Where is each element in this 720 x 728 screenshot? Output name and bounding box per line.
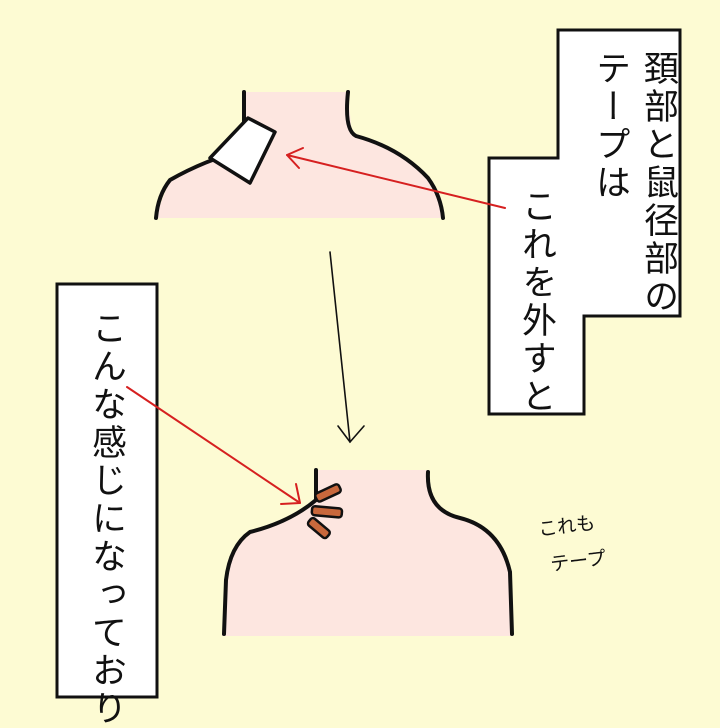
bottom-skin bbox=[222, 470, 512, 636]
bubble-top-text-1: 頚部と鼠径部の テープは bbox=[586, 50, 682, 316]
bubble-left-text: こんな感じになっており bbox=[86, 310, 126, 728]
bottom-figure bbox=[222, 468, 514, 636]
gauze-pad-icon bbox=[208, 116, 277, 185]
speech-bubble-left bbox=[55, 282, 159, 699]
top-skin bbox=[155, 92, 444, 218]
tape-strips-icon bbox=[306, 483, 344, 540]
top-figure bbox=[154, 90, 445, 220]
bubble-top-text-2: これを外すと bbox=[512, 188, 560, 416]
bubble-top-line1: 頚部と鼠径部の bbox=[638, 50, 678, 316]
red-arrow-top-icon bbox=[286, 147, 506, 209]
top-outline-right bbox=[345, 90, 445, 220]
bottom-outline-right bbox=[425, 470, 514, 636]
bottom-outline-left bbox=[222, 468, 318, 636]
down-arrow-icon bbox=[329, 251, 365, 444]
red-arrow-bottom-icon bbox=[126, 386, 301, 505]
speech-bubble-top bbox=[487, 28, 682, 416]
bubble-top-line2: テープは bbox=[590, 50, 630, 202]
bubble-top-line3: これを外すと bbox=[516, 188, 556, 416]
